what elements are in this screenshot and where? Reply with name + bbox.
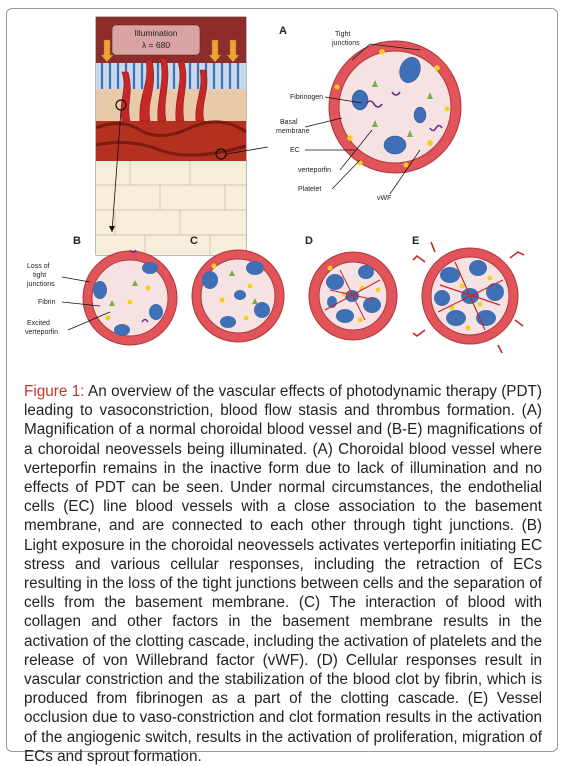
- figure-illustration: Illumination λ = 680 A: [25, 16, 525, 354]
- figure-caption: Figure 1: An overview of the vascular ef…: [24, 382, 542, 766]
- panel-d: D: [305, 235, 398, 341]
- label-junctions-b: junctions: [26, 281, 55, 288]
- panel-c-letter: C: [190, 235, 198, 247]
- label-tight-b: tight: [33, 272, 46, 279]
- wavelength-label: λ = 680: [142, 40, 170, 50]
- platelets-a: [334, 49, 450, 168]
- illumination-label: Illumination: [135, 28, 178, 38]
- endothelial-cells-c: [202, 261, 270, 328]
- label-platelet: Platelet: [298, 186, 321, 193]
- panel-a: A Tight junctions Fibrinogen Basal mem: [276, 25, 462, 202]
- light-arrows: [100, 39, 240, 63]
- label-fibrinogen: Fibrinogen: [290, 94, 323, 101]
- caption-text: An overview of the vascular effects of p…: [24, 383, 542, 765]
- retina-section: Illumination λ = 680: [95, 16, 269, 256]
- endothelial-cells-d: [326, 265, 381, 323]
- panel-d-letter: D: [305, 235, 313, 247]
- sprouts-e: [412, 241, 525, 354]
- vessel-lumen-a: [338, 50, 452, 164]
- label-basal: Basal: [280, 119, 298, 126]
- panel-b: B Loss of tight junctions Fibrin Excited…: [25, 235, 178, 346]
- fibrinogen-a: [365, 91, 443, 132]
- endothelial-cells-a: [351, 57, 427, 155]
- illumination-box: [111, 24, 201, 56]
- panel-a-letter: A: [279, 25, 287, 37]
- label-fibrin: Fibrin: [38, 299, 56, 306]
- label-membrane: membrane: [276, 128, 310, 135]
- label-verteporfin: verteporfin: [298, 167, 331, 174]
- leader-lines-a: [304, 43, 421, 195]
- label-tight: Tight: [335, 31, 350, 38]
- panel-e-letter: E: [412, 235, 419, 247]
- rpe-layer: [96, 89, 246, 121]
- label-loss-of: Loss of: [27, 263, 50, 270]
- label-ec: EC: [290, 147, 300, 154]
- label-vwf: vWF: [377, 195, 391, 202]
- panel-b-letter: B: [73, 235, 81, 247]
- label-junctions: junctions: [331, 40, 360, 47]
- verteporfin-a: [372, 80, 433, 137]
- panel-c: C: [190, 235, 285, 343]
- figure-label: Figure 1:: [24, 383, 85, 400]
- endothelial-cells-b: [93, 262, 163, 336]
- vessel-lumen-b: [91, 259, 169, 337]
- panel-e: E: [412, 235, 525, 354]
- label-excited: Excited: [27, 320, 50, 327]
- label-excited-verteporfin: verteporfin: [25, 329, 58, 336]
- sclera-layer: [96, 161, 246, 255]
